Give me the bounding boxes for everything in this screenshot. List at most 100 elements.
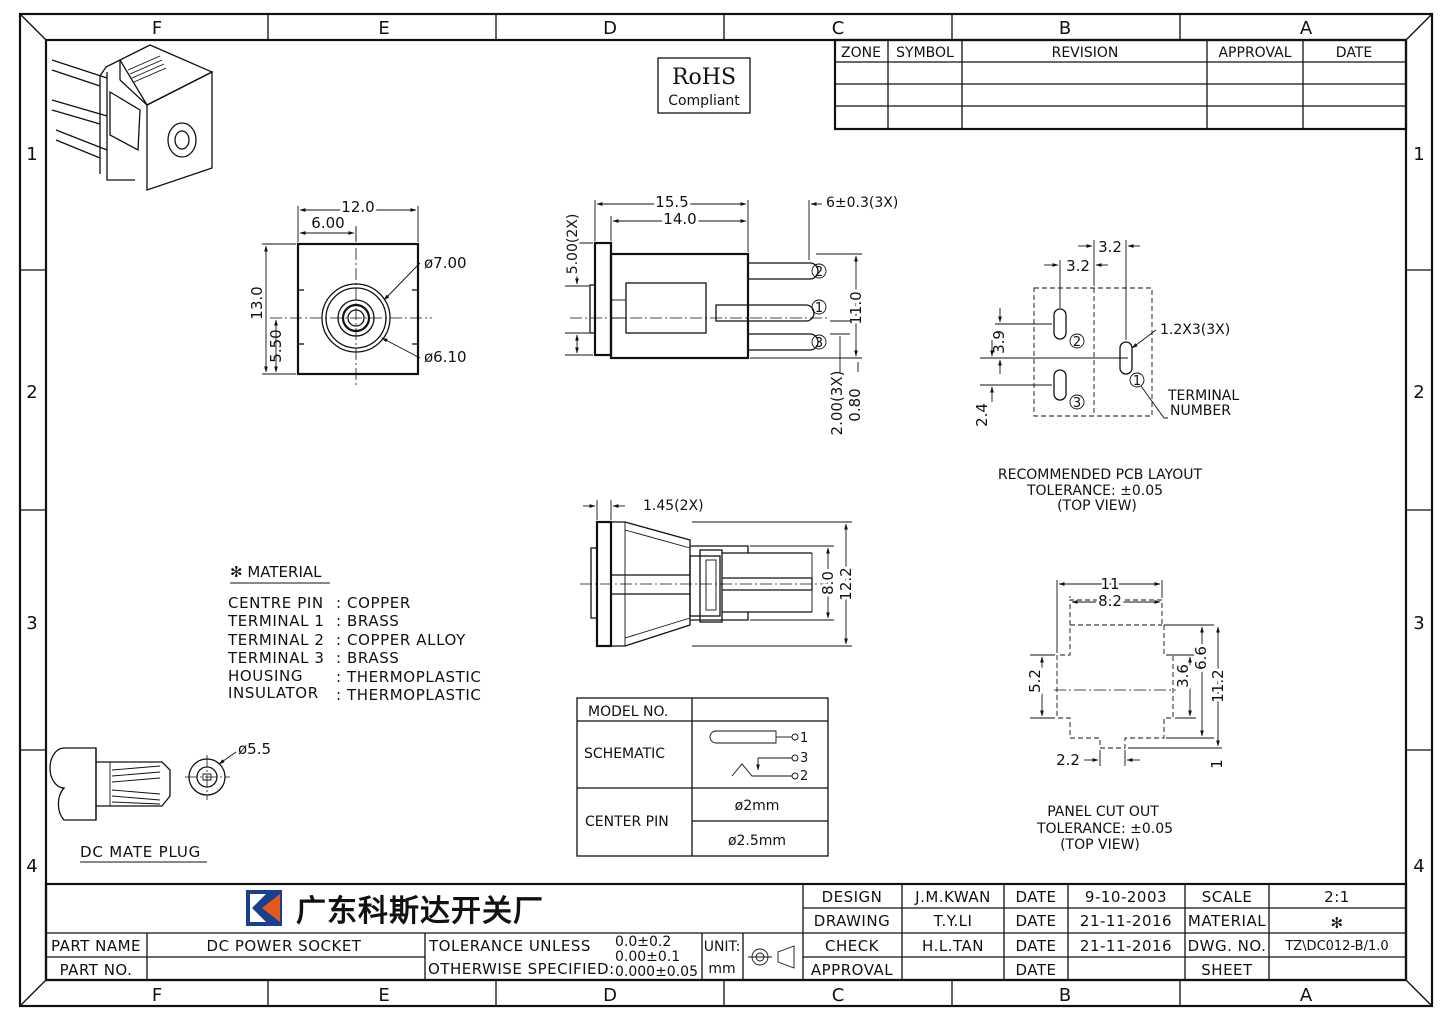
zone-number-left: 1: [26, 144, 37, 165]
zone-letter-top: B: [1059, 18, 1071, 39]
dim-pcb-hole: 1.2X3(3X): [1160, 322, 1230, 338]
dim-cut-112: 11.2: [1209, 669, 1227, 702]
dim-front-width: 12.0: [341, 198, 374, 216]
dim-cut-1: 1: [1208, 759, 1226, 769]
dim-top-flange: 1.45(2X): [643, 498, 704, 514]
tolerance-line-1: TOLERANCE UNLESS: [428, 937, 591, 955]
zone-number-left: 4: [26, 856, 37, 877]
tb-drawing-date: 21-11-2016: [1080, 912, 1172, 930]
panel-cutout: 11 8.2 3.6 6.6 11.2 1 5.2 2.2 PANEL CUT …: [1023, 572, 1230, 853]
zone-letter-bottom: C: [832, 985, 845, 1006]
dim-cut-36: 3.6: [1174, 664, 1192, 688]
dim-cut-82: 8.2: [1098, 592, 1122, 610]
zone-number-right: 2: [1413, 382, 1424, 403]
top-view: 1.45(2X) 8.0 12.2: [580, 498, 858, 648]
side-view: 2 1 3 15.5 14.0 6±0.3(3X) 5.00(2X) 11.0 …: [562, 190, 898, 436]
title-block: 广东科斯达开关厂 PART NAME DC POWER SOCKET PART …: [44, 882, 1408, 982]
dim-front-height: 13.0: [248, 286, 266, 319]
revision-table: ZONE SYMBOL REVISION APPROVAL DATE: [833, 38, 1408, 131]
rohs-title: RoHS: [672, 65, 736, 90]
schematic-pin-1: 1: [800, 731, 808, 746]
material-value: : THERMOPLASTIC: [336, 686, 482, 704]
dim-side-flange: 5.00(2X): [565, 214, 581, 275]
zone-letter-bottom: B: [1059, 985, 1071, 1006]
dim-front-center-height: 5.50: [267, 329, 285, 362]
material-value: : BRASS: [336, 649, 399, 667]
material-part: HOUSING: [228, 667, 303, 685]
material-part: INSULATOR: [228, 684, 319, 702]
zone-letter-bottom: E: [378, 985, 389, 1006]
mate-plug-label: DC MATE PLUG: [80, 843, 201, 861]
zone-letter-top: A: [1300, 18, 1313, 39]
tb-check-name: H.L.TAN: [922, 937, 984, 955]
tb-dwg-no-label: DWG. NO.: [1188, 937, 1267, 955]
dim-side-terminal: 6±0.3(3X): [826, 195, 898, 211]
tolerance-value-1: 0.0±0.2: [615, 934, 671, 950]
rev-header-zone: ZONE: [841, 45, 881, 61]
dim-cut-52: 5.2: [1026, 669, 1044, 693]
part-no-label: PART NO.: [60, 961, 133, 979]
rohs-subtitle: Compliant: [668, 93, 740, 109]
tb-sheet-label: SHEET: [1201, 961, 1253, 979]
zone-letter-bottom: A: [1300, 985, 1313, 1006]
zone-number-right: 3: [1413, 613, 1424, 634]
unit-value: mm: [708, 961, 735, 977]
tolerance-value-3: 0.000±0.05: [615, 964, 698, 980]
cut-caption-view: (TOP VIEW): [1060, 837, 1140, 853]
model-no-label: MODEL NO.: [588, 704, 668, 720]
material-value: : COPPER ALLOY: [336, 631, 466, 649]
zone-number-left: 2: [26, 382, 37, 403]
schematic-pin-3: 3: [800, 751, 808, 766]
rev-header-approval: APPROVAL: [1218, 45, 1291, 61]
material-part: CENTRE PIN: [228, 594, 324, 612]
tb-drawing-name: T.Y.LI: [933, 912, 973, 930]
pcb-caption-view: (TOP VIEW): [1057, 498, 1137, 514]
zone-letter-top: C: [832, 18, 845, 39]
dim-pcb-c: 3.9: [990, 330, 1008, 354]
center-pin-a: ø2mm: [735, 798, 780, 814]
dim-front-half-width: 6.00: [311, 214, 344, 232]
dim-side-body: 14.0: [663, 210, 696, 228]
zone-letter-top: D: [603, 18, 617, 39]
tb-material-label: MATERIAL: [1188, 912, 1266, 930]
isometric-view: [51, 44, 214, 191]
model-table: MODEL NO. SCHEMATIC CENTER PIN ø2mm ø2.5…: [576, 697, 829, 857]
part-name: DC POWER SOCKET: [207, 937, 362, 955]
side-terminal-1: 1: [815, 301, 823, 316]
zone-letter-top: E: [378, 18, 389, 39]
dim-pcb-d: 2.4: [973, 403, 991, 427]
material-value: : COPPER: [336, 594, 411, 612]
tb-scale-value: 2:1: [1324, 888, 1350, 906]
front-view: 12.0 6.00 13.0 5.50 ø7.00 ø6.10: [245, 195, 467, 388]
zone-letter-top: F: [152, 18, 162, 39]
projection-symbol-icon: [748, 945, 795, 969]
dim-cut-66: 6.6: [1192, 646, 1210, 670]
material-value: : THERMOPLASTIC: [336, 668, 482, 686]
dim-front-dia-inner: ø6.10: [424, 348, 467, 366]
dim-side-pin-spacing: 2.00(3X): [828, 371, 846, 436]
sheet-border: F E D C B A F E D C B A 1 2 3 4 1 2 3 4: [18, 12, 1434, 1008]
unit-label: UNIT:: [704, 939, 741, 955]
company-name: 广东科斯达开关厂: [296, 894, 544, 929]
rohs-mark: RoHS Compliant: [657, 57, 751, 114]
tb-check-label: CHECK: [825, 937, 880, 955]
schematic-pin-2: 2: [800, 769, 808, 784]
zone-number-right: 1: [1413, 144, 1424, 165]
material-part: TERMINAL 2: [227, 631, 325, 649]
tb-date-label: DATE: [1015, 912, 1056, 930]
tb-dwg-no-value: TZ\DC012-B/1.0: [1284, 939, 1388, 954]
dim-pcb-b: 3.2: [1066, 257, 1090, 275]
cut-caption-tolerance: TOLERANCE: ±0.05: [1036, 821, 1173, 837]
tolerance-value-2: 0.00±0.1: [615, 949, 680, 965]
center-pin-b: ø2.5mm: [728, 833, 786, 849]
tb-check-date: 21-11-2016: [1080, 937, 1172, 955]
pcb-layout: 2 3 1 3.2 3.2 1.2X3(3X) 3.9 2.4 TERMINAL…: [973, 238, 1239, 514]
tb-date-label: DATE: [1015, 888, 1056, 906]
rev-header-symbol: SYMBOL: [896, 45, 954, 61]
rev-header-revision: REVISION: [1052, 45, 1119, 61]
dim-pcb-a: 3.2: [1098, 238, 1122, 256]
dim-cut-11: 11: [1100, 575, 1119, 593]
dim-top-outer: 12.2: [837, 567, 855, 600]
tb-design-name: J.M.KWAN: [914, 888, 991, 906]
dim-cut-22: 2.2: [1056, 751, 1080, 769]
